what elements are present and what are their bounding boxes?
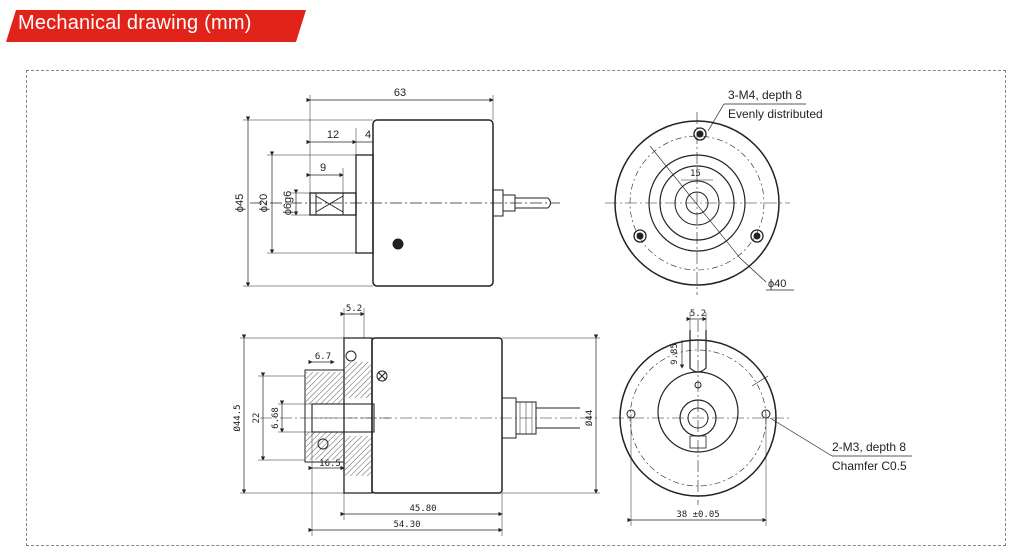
dim-dia-44-5: Ø44.5: [232, 404, 243, 431]
note-evenly-distributed: Evenly distributed: [728, 107, 823, 121]
bottom-front-view: [612, 312, 912, 526]
dim-dia-44: Ø44: [584, 410, 595, 426]
dim-dia-40: ϕ40: [768, 278, 786, 290]
dim-45-80: 45.80: [409, 504, 436, 514]
dim-small: 6.68: [271, 407, 281, 429]
header-tab: [6, 8, 306, 42]
dim-dia-20: ϕ20: [258, 194, 270, 212]
dim-side-5-2: 5.2: [346, 304, 362, 314]
dim-54-30: 54.30: [393, 520, 420, 530]
dim-38: 38 ±0.05: [676, 510, 719, 520]
note-3-m4: 3-M4, depth 8: [728, 88, 802, 102]
note-2-m3: 2-M3, depth 8: [832, 440, 906, 454]
top-front-view: [605, 103, 806, 295]
bottom-side-view: [240, 308, 600, 536]
dim-4: 4: [365, 129, 371, 141]
dim-22: 22: [252, 413, 262, 424]
dim-9-85: 9.85: [670, 343, 680, 365]
top-side-view: [243, 95, 560, 287]
dim-6-7: 6.7: [315, 352, 331, 362]
drawing-frame: [26, 70, 1006, 546]
note-chamfer: Chamfer C0.5: [832, 459, 907, 473]
page-title: Mechanical drawing (mm): [18, 12, 252, 34]
dim-63: 63: [394, 87, 406, 99]
dim-15: 15: [690, 169, 701, 179]
dim-12: 12: [327, 129, 339, 141]
dim-16-5: 16.5: [319, 459, 341, 469]
dim-dia-45: ϕ45: [234, 194, 246, 212]
dim-front-5-2: 5.2: [690, 309, 706, 319]
dim-9: 9: [320, 162, 326, 174]
header-tab-shape: [6, 10, 306, 42]
dim-dia-shaft: ϕ6g6: [282, 191, 294, 216]
